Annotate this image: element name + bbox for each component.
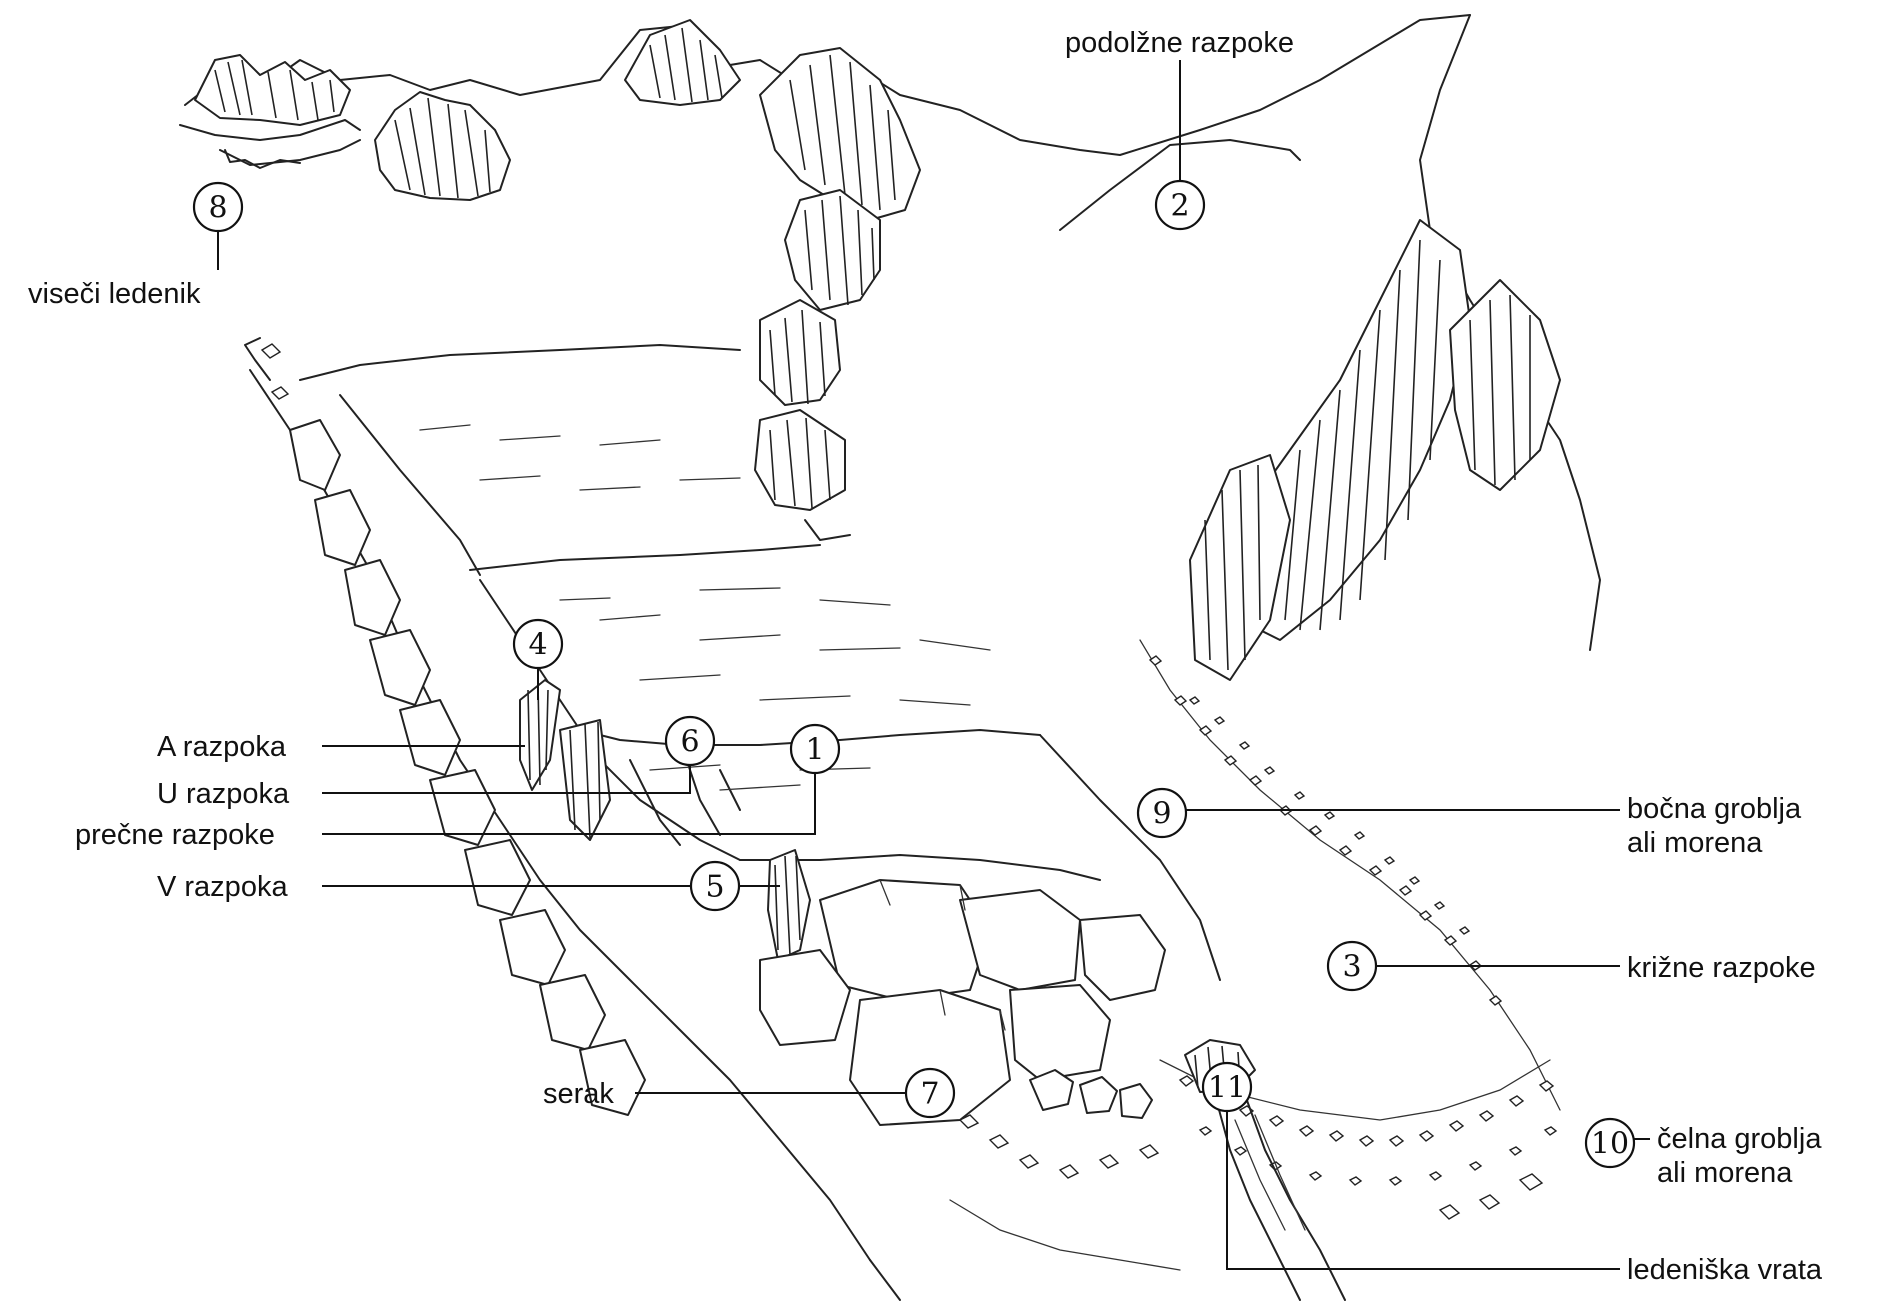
annotation-layer: podolžne razpoke 2 8 viseči ledenik 4 A … xyxy=(28,27,1823,1286)
marker-10-circle xyxy=(1584,1117,1636,1169)
central-top-peaks xyxy=(624,19,741,106)
label-a-razpoka: A razpoka xyxy=(157,731,287,763)
label-celna-groblja-1: čelna groblja xyxy=(1657,1123,1822,1155)
label-u-razpoka: U razpoka xyxy=(157,778,290,810)
lower-left-slope xyxy=(869,1114,1181,1301)
terminal-moraine-debris xyxy=(1159,1059,1558,1220)
marker-2: 2 xyxy=(1170,189,1189,224)
left-valley-wall xyxy=(244,337,871,1261)
marker-6: 6 xyxy=(680,725,699,760)
crevasse-group xyxy=(519,679,871,961)
back-ridge xyxy=(184,14,1471,156)
marker-11: 11 xyxy=(1208,1071,1246,1106)
marker-4: 4 xyxy=(528,628,547,663)
marker-10: 10 xyxy=(1591,1127,1629,1162)
label-celna-groblja-2: ali morena xyxy=(1657,1157,1793,1189)
lateral-moraine-debris xyxy=(1139,639,1561,1111)
label-viseci-ledenik: viseči ledenik xyxy=(28,278,201,310)
label-bocna-groblja-2: ali morena xyxy=(1627,827,1763,859)
right-ridge xyxy=(1059,139,1301,231)
central-rock-spine xyxy=(754,47,921,541)
upper-rock-tower xyxy=(374,91,511,201)
leader-vrata xyxy=(1226,1111,1620,1270)
right-mountain-face xyxy=(1189,14,1601,681)
marker-2-circle xyxy=(1154,179,1206,231)
marker-9: 9 xyxy=(1152,797,1171,832)
marker-9-circle xyxy=(1136,787,1188,839)
marker-5: 5 xyxy=(705,870,724,905)
marker-1: 1 xyxy=(805,733,824,768)
serac-blocks xyxy=(759,879,1166,1126)
glacier-line-art xyxy=(179,14,1601,1301)
label-ledeniska-vrata: ledeniška vrata xyxy=(1627,1254,1823,1286)
leader-u-razpoka xyxy=(322,765,691,794)
marker-8-circle xyxy=(192,181,244,233)
marker-8: 8 xyxy=(208,191,227,226)
label-precne-razpoke: prečne razpoke xyxy=(75,819,275,851)
marker-7: 7 xyxy=(920,1077,939,1112)
marker-3: 3 xyxy=(1342,950,1361,985)
leader-precne xyxy=(322,773,816,835)
label-v-razpoka: V razpoka xyxy=(157,871,288,903)
hanging-glacier-rocks xyxy=(179,54,361,169)
label-krizne-razpoke: križne razpoke xyxy=(1627,952,1816,984)
label-serak: serak xyxy=(543,1078,614,1110)
label-bocna-groblja-1: bočna groblja xyxy=(1627,793,1802,825)
label-podolzne-razpoke: podolžne razpoke xyxy=(1065,27,1294,59)
